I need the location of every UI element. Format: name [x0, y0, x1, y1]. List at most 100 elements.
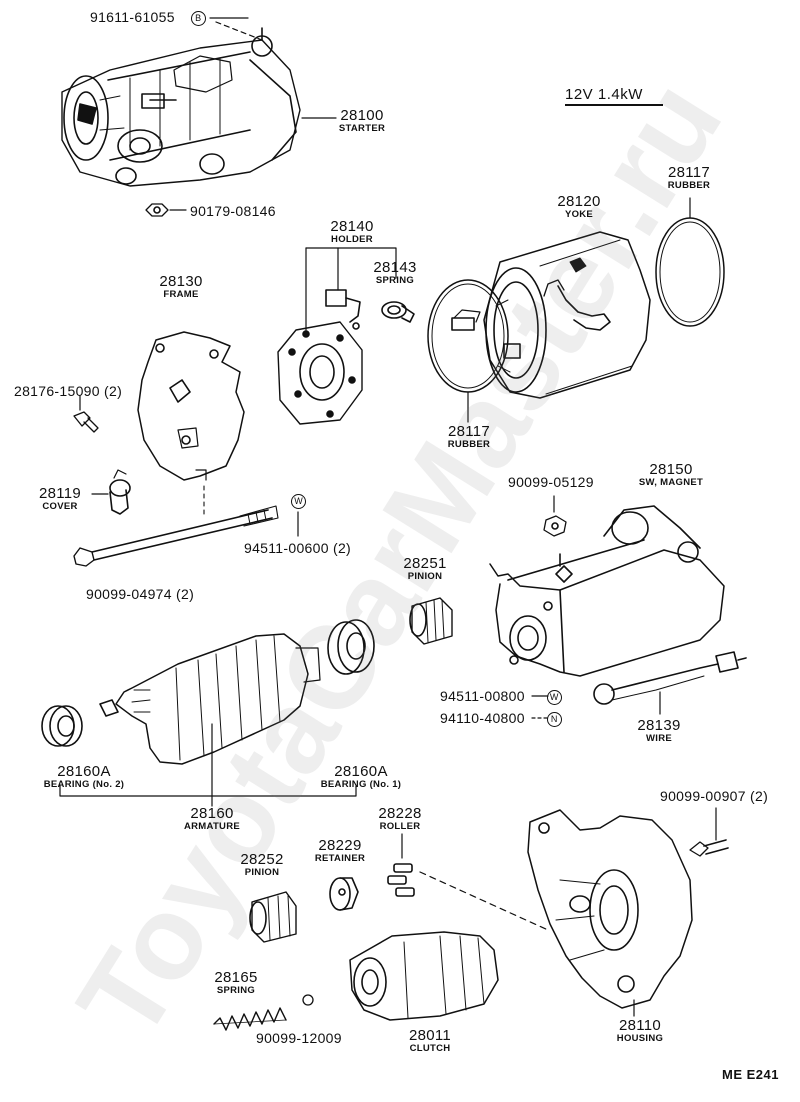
part-number: 28130	[159, 273, 203, 290]
part-28252-pinion[interactable]: 28252 PINION	[240, 852, 283, 878]
part-number: 28160	[190, 805, 234, 822]
part-90099-12009[interactable]: 90099-12009	[256, 1030, 342, 1046]
part-28100-starter[interactable]: 28100 STARTER	[339, 108, 385, 134]
part-quantity: (2)	[104, 383, 123, 399]
part-name: BEARING (No. 2)	[43, 778, 125, 790]
part-28117-rubber-top[interactable]: 28117 RUBBER	[668, 165, 710, 191]
part-number: 28120	[557, 193, 601, 210]
part-number: 28140	[330, 218, 374, 235]
frame-drawing	[137, 331, 245, 481]
part-number: 28011	[408, 1027, 452, 1044]
part-number: 28143	[373, 259, 417, 276]
part-28011-clutch[interactable]: 28011 CLUTCH	[409, 1028, 451, 1054]
bolt-90099-00907-drawing	[689, 807, 729, 857]
part-number: 28228	[378, 805, 422, 822]
part-name: HOLDER	[331, 233, 373, 245]
part-number: 28251	[403, 555, 447, 572]
part-quantity: (2)	[333, 540, 352, 556]
part-28229-retainer[interactable]: 28229 RETAINER	[315, 838, 365, 864]
diagram-code: ME E241	[722, 1067, 779, 1082]
bolt-28176-drawing	[73, 395, 99, 433]
part-number: 28117	[667, 164, 711, 181]
part-28117-rubber-mid[interactable]: 28117 RUBBER	[448, 424, 490, 450]
part-number: 90179-08146	[190, 203, 276, 219]
armature-bracket	[59, 723, 357, 807]
part-number: 90099-12009	[256, 1030, 342, 1046]
marker-b-icon: B	[190, 10, 206, 26]
rubber-ring-top-drawing	[655, 197, 725, 327]
part-name: FRAME	[163, 288, 199, 300]
part-number: 28252	[240, 851, 284, 868]
dash-roller-housing	[419, 871, 549, 931]
part-28160a-bearing-no1[interactable]: 28160A BEARING (No. 1)	[321, 764, 402, 790]
part-28139-wire[interactable]: 28139 WIRE	[637, 718, 680, 744]
marker-n-icon: N	[546, 711, 562, 727]
part-name: YOKE	[564, 208, 594, 220]
retainer-drawing	[329, 877, 359, 911]
ball-90099-12009-drawing	[302, 994, 314, 1006]
roller-drawing	[387, 833, 415, 897]
part-28165-spring[interactable]: 28165 SPRING	[214, 970, 257, 996]
clutch-drawing	[349, 931, 499, 1021]
cover-28119-drawing	[91, 469, 131, 515]
part-number: 28165	[214, 969, 258, 986]
part-28150-magnet[interactable]: 28150 SW, MAGNET	[639, 462, 703, 488]
part-28110-housing[interactable]: 28110 HOUSING	[617, 1018, 663, 1044]
pinion-28251-drawing	[409, 597, 453, 645]
part-91611[interactable]: 91611-61055 B	[90, 9, 208, 26]
part-28160-armature[interactable]: 28160 ARMATURE	[184, 806, 240, 832]
part-28120-yoke[interactable]: 28120 YOKE	[557, 194, 600, 220]
part-number: 28176-15090	[14, 383, 100, 399]
part-90099-05129[interactable]: 90099-05129	[508, 474, 594, 490]
through-bolt-drawing	[73, 505, 279, 567]
pinion-28252-drawing	[249, 891, 297, 943]
part-number: 90099-04974	[86, 586, 172, 602]
part-90179[interactable]: 90179-08146	[190, 203, 276, 219]
part-number: 94110-40800	[440, 710, 525, 726]
part-number: 28160A	[334, 763, 388, 780]
part-quantity: (2)	[750, 788, 769, 804]
part-number: 91611-61055	[90, 9, 175, 25]
dash-leader-91611	[215, 21, 263, 41]
part-name: PINION	[244, 866, 280, 878]
part-90099-00907[interactable]: 90099-00907 (2)	[660, 788, 768, 804]
nut-90099-05129-drawing	[543, 495, 567, 537]
bearing-no1-drawing	[327, 619, 375, 675]
part-quantity: (2)	[176, 586, 195, 602]
part-28119-cover[interactable]: 28119 COVER	[39, 486, 81, 512]
voltage-underline	[565, 104, 663, 106]
part-number: 28117	[447, 423, 491, 440]
armature-drawing	[99, 633, 321, 765]
part-28130-frame[interactable]: 28130 FRAME	[159, 274, 202, 300]
rubber-ring-mid-drawing	[427, 279, 509, 423]
part-28160a-bearing-no2[interactable]: 28160A BEARING (No. 2)	[44, 764, 125, 790]
part-28176[interactable]: 28176-15090 (2)	[14, 383, 122, 399]
part-90099-04974[interactable]: 90099-04974 (2)	[86, 586, 194, 602]
part-number: 28100	[340, 107, 384, 124]
part-name: BEARING (No. 1)	[320, 778, 402, 790]
nut-90179-drawing	[145, 203, 187, 217]
part-number: 28160A	[57, 763, 111, 780]
part-name: SW, MAGNET	[638, 476, 704, 488]
part-94511-00600[interactable]: 94511-00600 (2)	[244, 540, 351, 556]
part-name: COVER	[42, 500, 78, 512]
voltage-rating: 12V 1.4kW	[565, 86, 643, 103]
part-28140-holder[interactable]: 28140 HOLDER	[330, 219, 373, 245]
part-number: 28110	[618, 1017, 662, 1034]
part-name: ARMATURE	[183, 820, 241, 832]
part-name: CLUTCH	[409, 1042, 451, 1054]
part-94110-40800[interactable]: 94110-40800 N	[440, 710, 564, 727]
brush-holder-drawing	[277, 247, 397, 425]
part-28143-spring[interactable]: 28143 SPRING	[373, 260, 416, 286]
part-name: RUBBER	[667, 179, 711, 191]
part-number: 90099-00907	[660, 788, 746, 804]
housing-drawing	[527, 809, 693, 1017]
part-number: 94511-00600	[244, 540, 329, 556]
part-name: PINION	[407, 570, 443, 582]
wire-drawing	[593, 651, 747, 715]
part-28251-pinion[interactable]: 28251 PINION	[403, 556, 446, 582]
part-name: SPRING	[375, 274, 415, 286]
part-28228-roller[interactable]: 28228 ROLLER	[378, 806, 421, 832]
